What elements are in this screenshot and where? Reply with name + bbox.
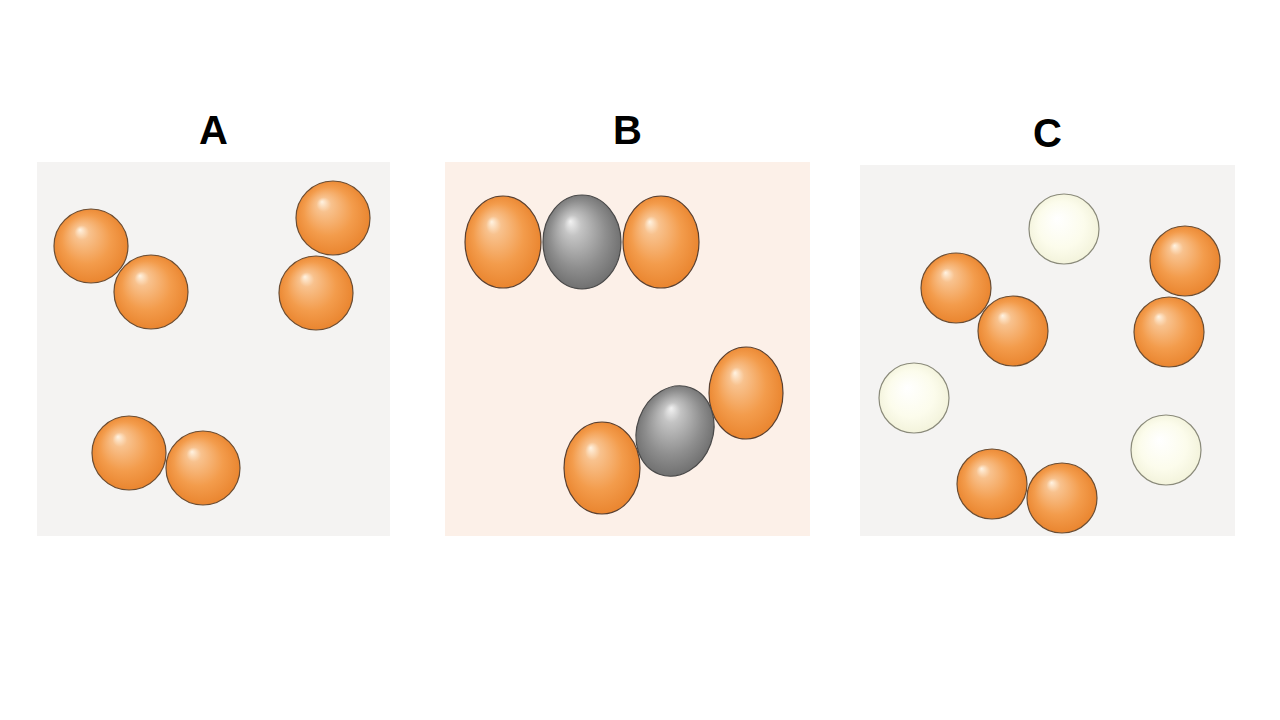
panel-ground bbox=[37, 162, 390, 536]
grey-atom bbox=[543, 195, 621, 289]
orange-atom bbox=[564, 422, 640, 514]
orange-atom bbox=[1134, 297, 1204, 367]
orange-atom bbox=[978, 296, 1048, 366]
pale-atom bbox=[1131, 415, 1201, 485]
orange-atom bbox=[623, 196, 699, 288]
panel-label: C bbox=[860, 108, 1235, 158]
orange-atom bbox=[957, 449, 1027, 519]
panel: B bbox=[445, 162, 810, 536]
orange-atom bbox=[279, 256, 353, 330]
panel: C bbox=[860, 165, 1235, 536]
pale-atom bbox=[1029, 194, 1099, 264]
orange-atom bbox=[296, 181, 370, 255]
orange-atom bbox=[166, 431, 240, 505]
orange-atom bbox=[465, 196, 541, 288]
grey-atom bbox=[624, 375, 727, 487]
orange-atom bbox=[114, 255, 188, 329]
orange-atom bbox=[1150, 226, 1220, 296]
panel-label: A bbox=[37, 105, 390, 155]
pale-atom bbox=[879, 363, 949, 433]
orange-atom bbox=[54, 209, 128, 283]
orange-atom bbox=[709, 347, 783, 439]
orange-atom bbox=[1027, 463, 1097, 533]
orange-atom bbox=[921, 253, 991, 323]
panel-label: B bbox=[445, 105, 810, 155]
panel: A bbox=[37, 162, 390, 536]
orange-atom bbox=[92, 416, 166, 490]
panel-ground bbox=[860, 165, 1235, 536]
panel-ground bbox=[445, 162, 810, 536]
